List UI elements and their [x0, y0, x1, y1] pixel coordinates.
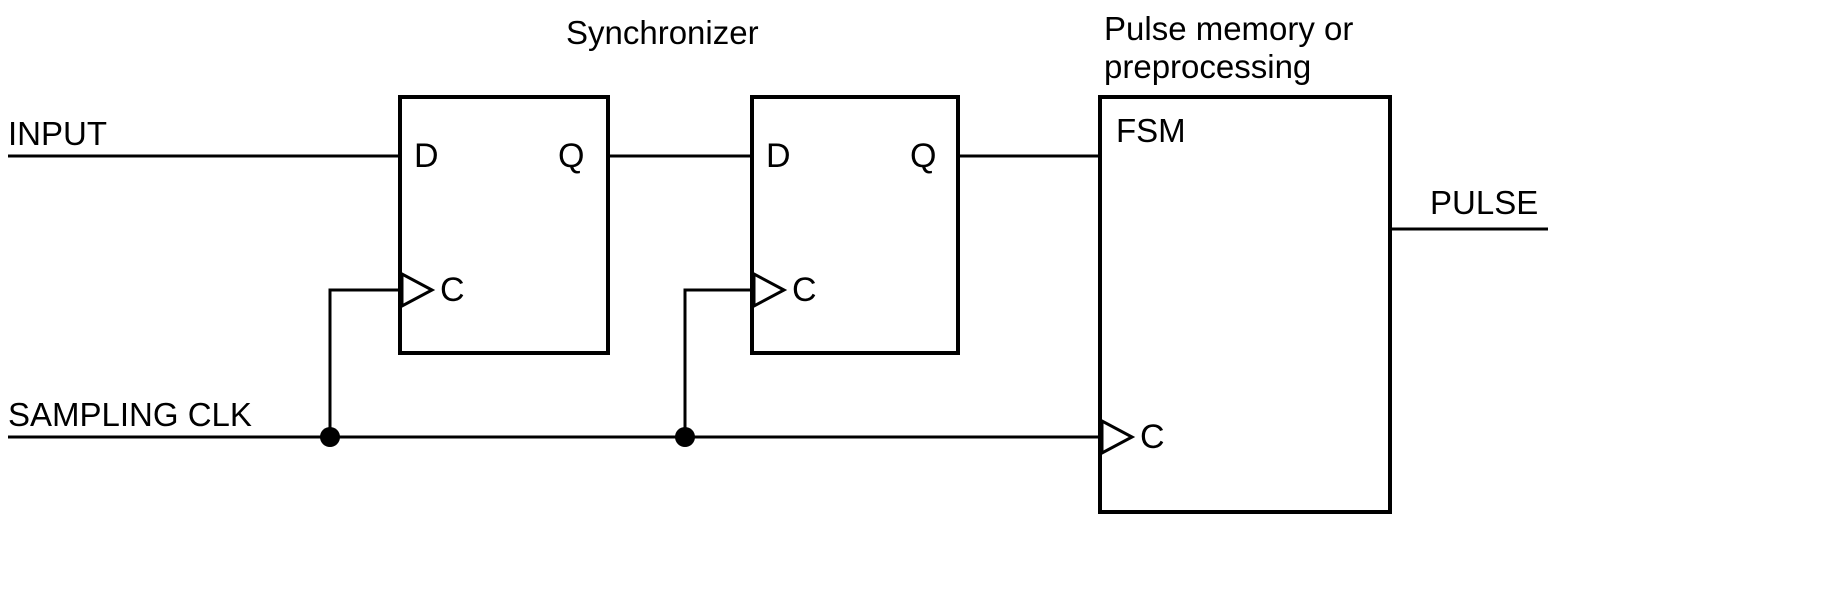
ff1-c-pin-label: C: [440, 271, 465, 309]
flipflop1-box: [398, 95, 610, 355]
clk-branch-ff2-wire: [683, 288, 752, 437]
ff2-d-pin-label: D: [766, 137, 791, 175]
pulse-memory-title: Pulse memory or preprocessing: [1104, 10, 1354, 85]
pulse-signal-label: PULSE: [1430, 184, 1539, 221]
clk-junction-dot-2: [675, 427, 695, 447]
ff1-q-pin-label: Q: [558, 137, 585, 175]
clk-junction-dot-1: [320, 427, 340, 447]
fsm-clock-triangle-icon: [1100, 418, 1136, 456]
fsm-c-pin-label: C: [1140, 418, 1165, 456]
synchronizer-title: Synchronizer: [566, 14, 759, 51]
ff2-clock-triangle-icon: [752, 271, 788, 309]
sampling-clk-signal-label: SAMPLING CLK: [8, 396, 252, 433]
flipflop2-box: [750, 95, 960, 355]
fsm-label: FSM: [1116, 112, 1186, 149]
clk-branch-ff1-wire: [328, 288, 400, 437]
fsm-box: [1098, 95, 1392, 514]
ff2-q-pin-label: Q: [910, 137, 937, 175]
ff2-c-pin-label: C: [792, 271, 817, 309]
ff1-clock-triangle-icon: [400, 271, 436, 309]
input-signal-label: INPUT: [8, 115, 107, 152]
ff1-d-pin-label: D: [414, 137, 439, 175]
